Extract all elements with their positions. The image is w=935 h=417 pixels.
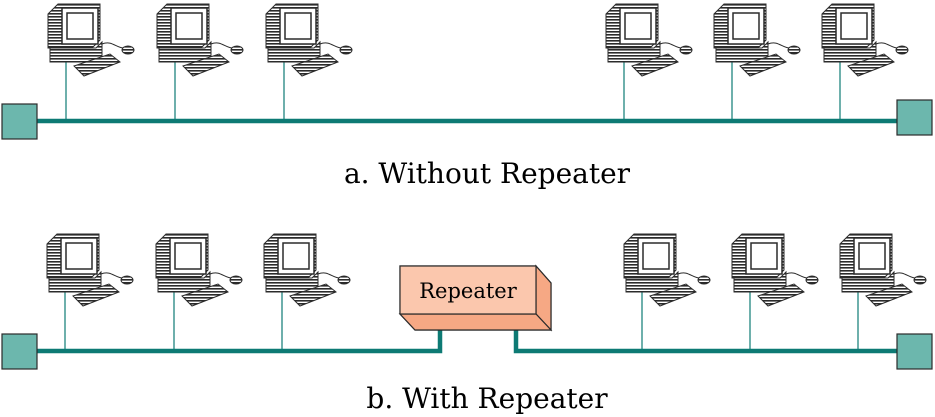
caption-with-repeater: b. With Repeater <box>366 382 608 415</box>
drop-lines-a <box>65 58 841 121</box>
terminator-left-a <box>1 103 38 140</box>
computer-icon <box>623 233 711 307</box>
computer-icon <box>155 233 243 307</box>
terminator-right-b <box>896 333 933 370</box>
bus-cable-b-right <box>513 327 897 354</box>
bus-cable-b-left <box>37 327 443 354</box>
computer-icon <box>46 233 134 307</box>
repeater-label: Repeater <box>419 279 517 303</box>
computer-icon <box>263 233 351 307</box>
computer-icon <box>821 3 909 77</box>
repeater-box: Repeater <box>398 264 553 332</box>
terminator-left-b <box>1 333 38 370</box>
section-without-repeater: a. Without Repeater <box>1 3 933 190</box>
terminator-right-a <box>896 99 933 136</box>
computer-icon <box>156 3 244 77</box>
computer-icon <box>731 233 819 307</box>
caption-without-repeater: a. Without Repeater <box>344 157 631 190</box>
computer-icon <box>47 3 135 77</box>
computer-icon <box>713 3 801 77</box>
computer-icon <box>839 233 927 307</box>
section-with-repeater: Repeater b. With Repeater <box>1 233 933 415</box>
computer-icon <box>265 3 353 77</box>
drop-lines-b <box>64 290 859 351</box>
computer-icon <box>605 3 693 77</box>
